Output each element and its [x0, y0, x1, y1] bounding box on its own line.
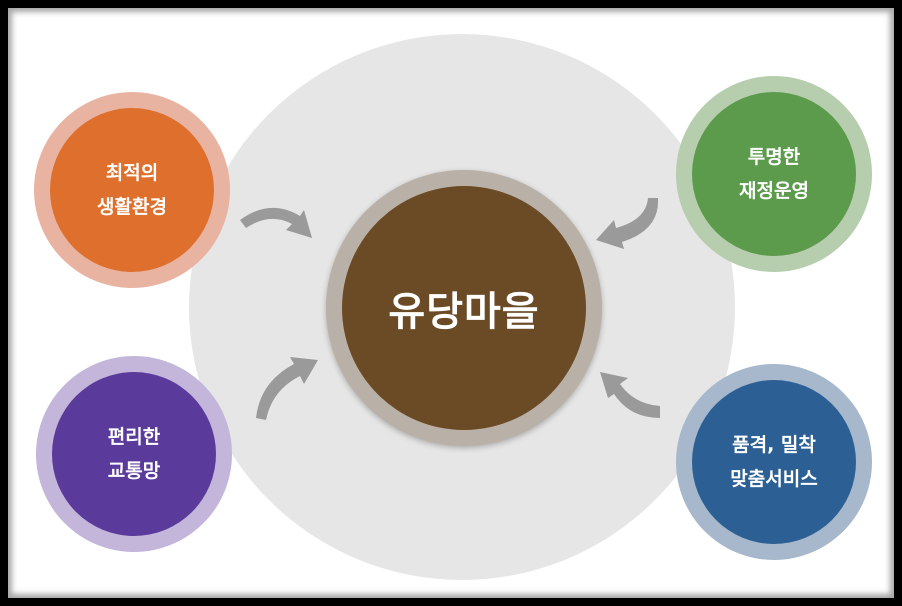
center-circle: 유당마을	[326, 170, 602, 446]
node-living-environment: 최적의 생활환경	[34, 92, 230, 288]
node-label-line1: 최적의	[105, 162, 159, 184]
center-circle-core: 유당마을	[342, 186, 586, 430]
node-convenient-transport-core: 편리한 교통망	[52, 372, 216, 536]
arrow-bottom-right	[600, 372, 660, 418]
node-label-line2: 생활환경	[97, 196, 167, 218]
arrow-bottom-left	[256, 357, 318, 420]
node-label-line2: 맞춤서비스	[730, 468, 818, 490]
arrows-layer	[240, 198, 660, 420]
node-label-line1: 품격, 밀착	[732, 434, 816, 456]
node-label-line2: 재정운영	[739, 180, 809, 202]
diagram-frame: 유당마을 최적의 생활환경 투명한 재정운영 편리한 교통망 품격, 밀착 맞춤…	[8, 8, 894, 598]
node-label-line1: 편리한	[107, 426, 161, 448]
arrow-top-left	[240, 207, 312, 238]
node-label-line2: 교통망	[107, 460, 161, 482]
node-transparent-finance-core: 투명한 재정운영	[692, 92, 856, 256]
node-custom-service: 품격, 밀착 맞춤서비스	[676, 364, 872, 560]
node-custom-service-core: 품격, 밀착 맞춤서비스	[692, 380, 856, 544]
node-label-line1: 투명한	[747, 146, 801, 168]
node-convenient-transport: 편리한 교통망	[36, 356, 232, 552]
node-transparent-finance: 투명한 재정운영	[676, 76, 872, 272]
arrow-top-right	[596, 198, 659, 249]
center-label: 유당마을	[388, 289, 540, 335]
node-living-environment-core: 최적의 생활환경	[50, 108, 214, 272]
